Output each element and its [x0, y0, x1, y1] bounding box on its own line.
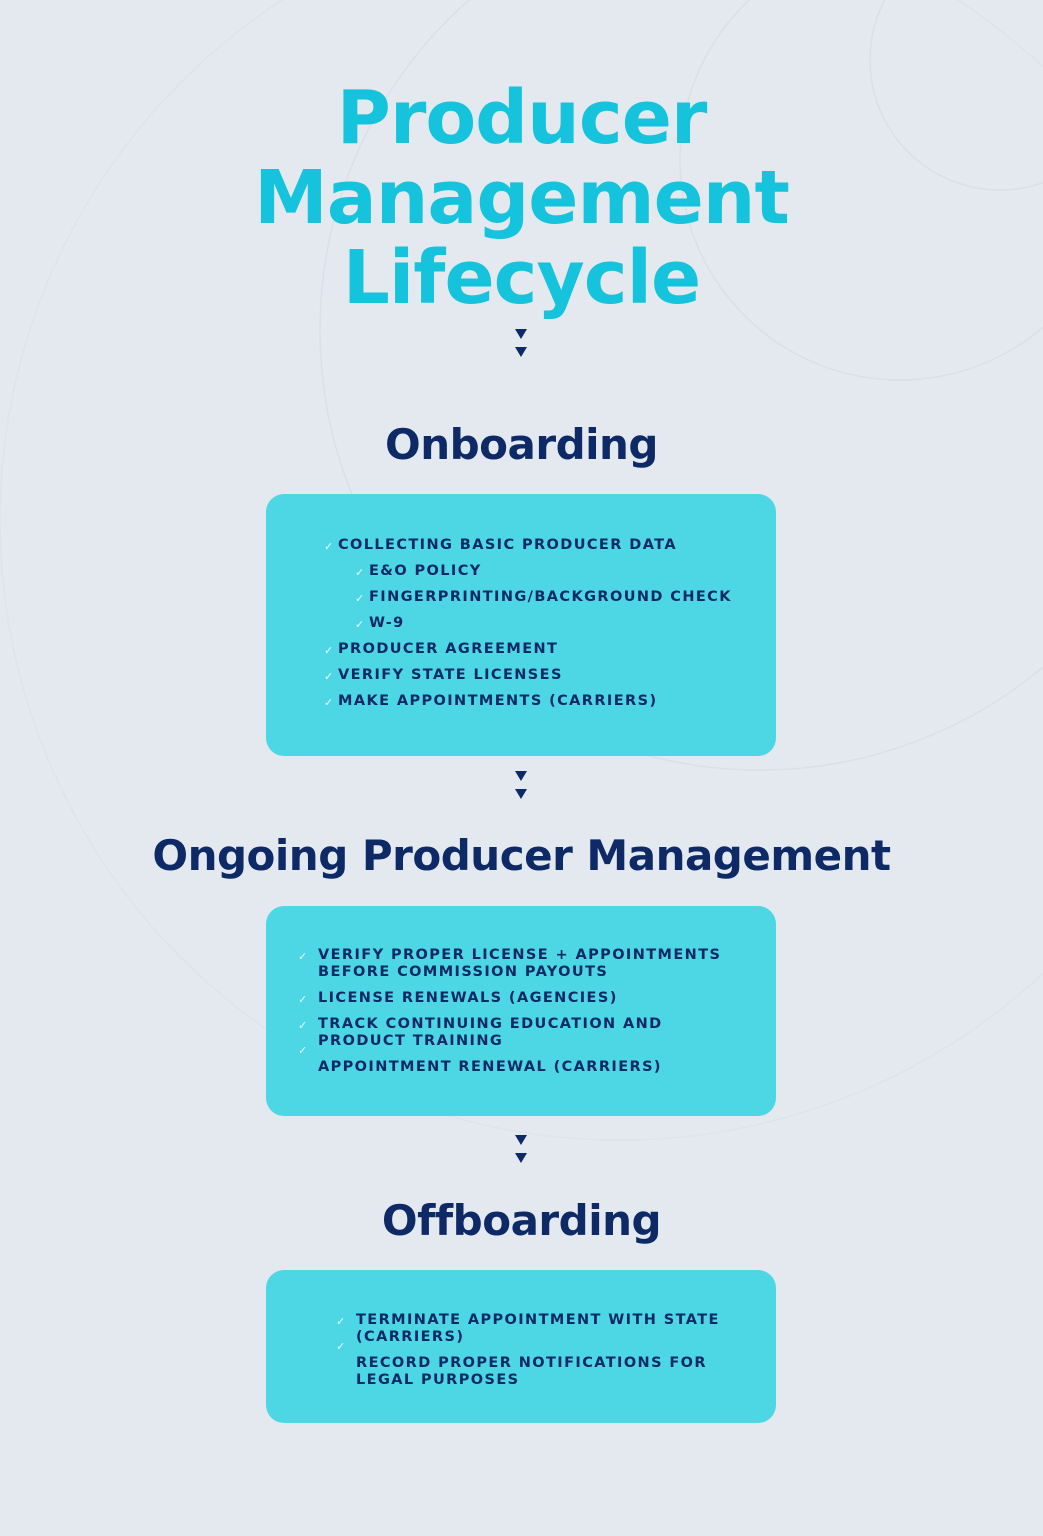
checkmark-icon: ✓	[298, 993, 308, 1006]
list-item: RECORD PROPER NOTIFICATIONS FOR	[356, 1355, 707, 1371]
down-arrow-icon	[511, 1135, 531, 1171]
offboarding-card: ✓ TERMINATE APPOINTMENT WITH STATE (CARR…	[266, 1270, 776, 1423]
list-item: TERMINATE APPOINTMENT WITH STATE	[356, 1312, 720, 1328]
checkmark-icon: ✓	[324, 696, 334, 709]
title-line-1: Producer	[336, 75, 708, 161]
list-item: VERIFY STATE LICENSES	[338, 667, 563, 683]
checkmark-icon: ✓	[355, 566, 365, 579]
list-item: E&O POLICY	[369, 563, 482, 579]
list-item: (CARRIERS)	[356, 1329, 465, 1345]
checkmark-icon: ✓	[324, 670, 334, 683]
checkmark-icon: ✓	[298, 1044, 308, 1057]
list-item: COLLECTING BASIC PRODUCER DATA	[338, 537, 677, 553]
list-item: FINGERPRINTING/BACKGROUND CHECK	[369, 589, 732, 605]
onboarding-card: ✓ COLLECTING BASIC PRODUCER DATA ✓ E&O P…	[266, 494, 776, 756]
list-item: BEFORE COMMISSION PAYOUTS	[318, 964, 609, 980]
ongoing-card: ✓ VERIFY PROPER LICENSE + APPOINTMENTS B…	[266, 906, 776, 1116]
checkmark-icon: ✓	[355, 592, 365, 605]
checkmark-icon: ✓	[336, 1340, 346, 1353]
down-arrow-icon	[511, 771, 531, 807]
checkmark-icon: ✓	[324, 644, 334, 657]
list-item: APPOINTMENT RENEWAL (CARRIERS)	[318, 1059, 662, 1075]
title-line-3: Lifecycle	[342, 235, 701, 321]
checkmark-icon: ✓	[298, 1019, 308, 1032]
down-arrow-icon	[511, 329, 531, 365]
list-item: LICENSE RENEWALS (AGENCIES)	[318, 990, 618, 1006]
checkmark-icon: ✓	[298, 950, 308, 963]
list-item: W-9	[369, 615, 405, 631]
checkmark-icon: ✓	[336, 1315, 346, 1328]
title-line-2: Management	[254, 155, 790, 241]
checkmark-icon: ✓	[355, 618, 365, 631]
stage-heading-ongoing: Ongoing Producer Management	[152, 831, 891, 880]
checkmark-icon: ✓	[324, 540, 334, 553]
list-item: PRODUCT TRAINING	[318, 1033, 504, 1049]
list-item: VERIFY PROPER LICENSE + APPOINTMENTS	[318, 947, 722, 963]
list-item: MAKE APPOINTMENTS (CARRIERS)	[338, 693, 658, 709]
stage-heading-offboarding: Offboarding	[381, 1196, 662, 1245]
list-item: PRODUCER AGREEMENT	[338, 641, 559, 657]
stage-heading-onboarding: Onboarding	[384, 420, 659, 469]
list-item: LEGAL PURPOSES	[356, 1372, 520, 1388]
list-item: TRACK CONTINUING EDUCATION AND	[318, 1016, 663, 1032]
